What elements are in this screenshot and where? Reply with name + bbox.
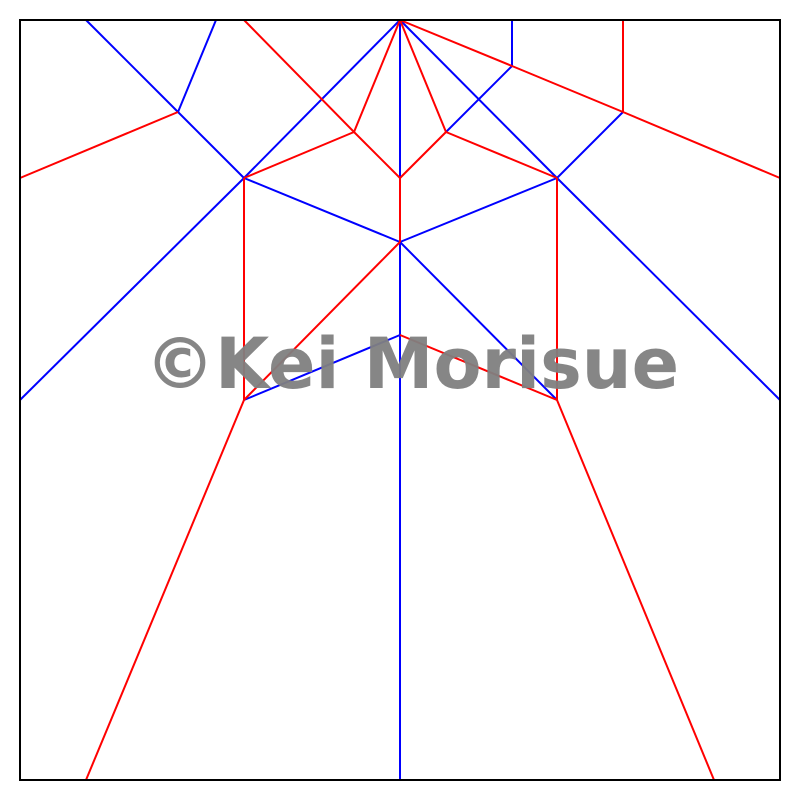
watermark-text: ©Kei Morisue xyxy=(145,323,679,405)
mountain-crease-line xyxy=(556,399,715,781)
valley-crease-line xyxy=(19,177,245,401)
valley-crease-line xyxy=(177,19,217,113)
valley-crease-line xyxy=(243,334,401,401)
valley-crease-line xyxy=(243,177,401,243)
mountain-crease-line xyxy=(622,111,781,179)
paper-border xyxy=(19,19,781,781)
valley-crease-line xyxy=(177,111,245,179)
mountain-crease-line xyxy=(399,131,447,179)
valley-crease-line xyxy=(556,177,781,401)
valley-crease-line xyxy=(445,65,513,133)
mountain-crease-line xyxy=(399,19,513,67)
mountain-crease-line xyxy=(353,131,401,179)
valley-crease-line xyxy=(85,19,179,113)
mountain-crease-line xyxy=(19,111,179,179)
mountain-crease-line xyxy=(353,19,401,133)
mountain-crease-line xyxy=(399,19,447,133)
mountain-crease-line xyxy=(243,241,401,401)
mountain-crease-line xyxy=(85,399,245,781)
mountain-crease-line xyxy=(399,334,558,401)
mountain-crease-line xyxy=(445,131,558,179)
valley-creases xyxy=(19,19,781,780)
mountain-crease-line xyxy=(243,131,355,179)
mountain-creases xyxy=(19,19,781,781)
valley-crease-line xyxy=(556,111,624,179)
valley-crease-line xyxy=(399,241,558,401)
valley-crease-line xyxy=(399,177,558,243)
mountain-crease-line xyxy=(243,19,355,133)
mountain-crease-line xyxy=(511,65,624,113)
